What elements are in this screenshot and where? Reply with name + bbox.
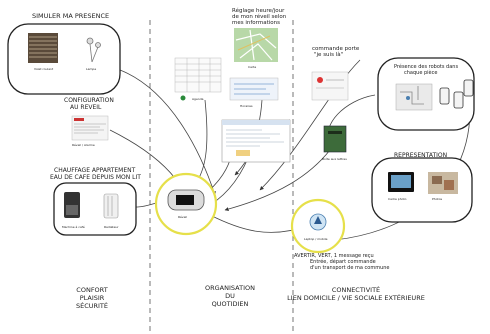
caption-photos: Photos [432, 197, 443, 201]
caption-mobile: Laptop / mobile [304, 237, 328, 241]
caption-reveil-app: Réveil / Alarme [72, 143, 95, 147]
lampe-image [86, 37, 101, 63]
caption-cafetiere: Machine à café [62, 225, 85, 229]
tv-image [388, 172, 414, 192]
caption-device: Réveil [178, 215, 187, 219]
note-rue: commande porte"je suis là" [312, 46, 360, 58]
note-avertir: AVERTIR, VERT, 1 message reçu Entrée, dé… [294, 253, 390, 271]
caption-agenda: Agenda [192, 97, 204, 101]
reveil-app-image [71, 115, 109, 141]
horaires-image [229, 77, 279, 101]
box-simuler [7, 23, 121, 95]
cafetiere-image [64, 192, 80, 218]
device-image [167, 189, 205, 211]
caption-lampe: Lampe [86, 67, 96, 71]
caption-boite: Boîte aux lettres [322, 157, 347, 161]
mobile-image [309, 213, 327, 231]
boite-image [323, 125, 347, 153]
webpage-image [221, 119, 291, 163]
caption-radiateur: Radiateur [104, 225, 119, 229]
agenda-image [174, 57, 222, 93]
porte-image [311, 71, 349, 101]
caption-carte: Carte [248, 65, 256, 69]
radiateur-image [103, 193, 119, 219]
plan-image [395, 83, 433, 111]
agenda-logo-icon [180, 95, 186, 101]
caption-tv: Cadre photo [388, 197, 407, 201]
store-image [28, 33, 58, 63]
caption-horaires: Horaires [240, 104, 253, 108]
note-representation: REPRESENTATION [394, 152, 447, 159]
phone-icons [439, 79, 474, 109]
photos-image [428, 172, 458, 194]
note-simuler: SIMULER MA PRESENCE [32, 12, 109, 20]
map-image [234, 28, 278, 62]
caption-store: Volet roulant [34, 67, 54, 71]
